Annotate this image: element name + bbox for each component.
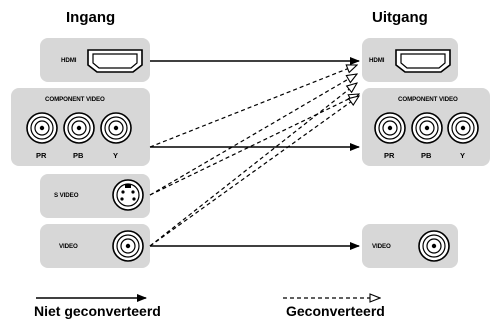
video-to-hdmi-arrow: [149, 83, 357, 247]
legend-not-converted-label: Niet geconverteerd: [34, 303, 161, 319]
output-pb-label: PB: [421, 151, 432, 160]
input-svideo-jack-icon: [112, 179, 144, 211]
video-to-component-arrow: [149, 96, 359, 247]
input-component-jacks-icon: [26, 112, 132, 144]
input-video-jack-icon: [112, 230, 144, 262]
input-pb-label: PB: [73, 151, 84, 160]
svideo-to-hdmi-arrow: [149, 74, 357, 196]
svideo-to-component-arrow: [149, 94, 359, 196]
output-video-label: VIDEO: [372, 243, 391, 250]
output-pr-label: PR: [384, 151, 395, 160]
input-component-label: COMPONENT VIDEO: [45, 96, 105, 103]
legend-converted-label: Geconverteerd: [286, 303, 385, 319]
input-pr-label: PR: [36, 151, 47, 160]
input-y-label: Y: [113, 151, 119, 160]
output-component-jacks-icon: [374, 112, 479, 144]
input-video-label: VIDEO: [59, 243, 78, 250]
output-video-jack-icon: [418, 230, 450, 262]
output-hdmi-label: HDMI: [369, 57, 385, 64]
output-hdmi-port-icon: [395, 49, 451, 73]
input-svideo-label: S VIDEO: [54, 192, 79, 199]
component-to-hdmi-arrow: [149, 65, 357, 148]
output-component-label: COMPONENT VIDEO: [398, 96, 458, 103]
output-y-label: Y: [460, 151, 466, 160]
input-hdmi-port-icon: [87, 49, 143, 73]
output-title: Uitgang: [372, 9, 428, 26]
input-title: Ingang: [66, 9, 116, 26]
input-hdmi-label: HDMI: [61, 57, 77, 64]
